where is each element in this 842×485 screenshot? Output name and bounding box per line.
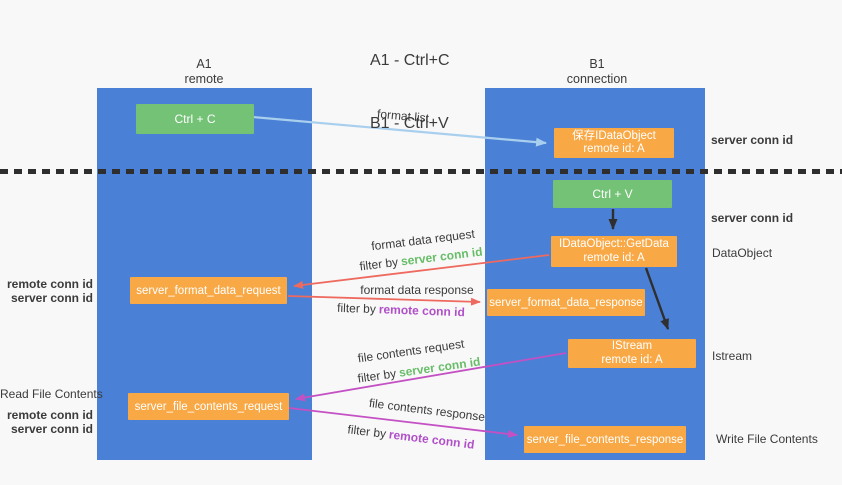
left-label-read-file-contents: Read File Contents	[0, 387, 103, 401]
node-format-response-label: server_format_data_response	[489, 296, 643, 309]
arrow-getdata-to-istream	[644, 267, 670, 330]
node-istream: IStream remote id: A	[568, 339, 696, 368]
lifeline-header-b1: B1 connection	[537, 57, 657, 87]
lifeline-b1-name: B1	[589, 57, 605, 71]
arrow-format-data-response	[287, 295, 481, 306]
node-file-response-label: server_file_contents_response	[526, 433, 684, 446]
lifeline-a1-name: A1	[196, 57, 212, 71]
label-format-data-response: format data response	[360, 283, 474, 297]
node-ctrl-c-label: Ctrl + C	[174, 112, 216, 126]
node-format-request-label: server_format_data_request	[136, 284, 281, 297]
node-istream-line1: IStream	[611, 340, 653, 352]
node-idataobject-getdata: IDataObject::GetData remote id: A	[551, 236, 677, 267]
left-label-remote-conn-id-1: remote conn id	[6, 277, 93, 291]
node-ctrl-v: Ctrl + V	[553, 180, 672, 208]
node-ctrl-c: Ctrl + C	[136, 104, 254, 134]
remote-conn-id-key: remote conn id	[378, 302, 466, 320]
right-label-server-conn-id-2: server conn id	[711, 211, 794, 225]
node-getdata-line1: IDataObject::GetData	[559, 238, 669, 250]
node-ctrl-v-label: Ctrl + V	[592, 187, 633, 201]
node-istream-line2: remote id: A	[601, 353, 663, 366]
diagram-title: A1 - Ctrl+C B1 - Ctrl+V	[370, 8, 450, 176]
node-getdata-line2: remote id: A	[583, 251, 645, 264]
right-label-server-conn-id-1: server conn id	[711, 133, 794, 147]
node-server-file-contents-request: server_file_contents_request	[128, 393, 289, 420]
node-save-idataobject-line2: remote id: A	[583, 143, 645, 155]
title-line-2: B1 - Ctrl+V	[370, 115, 449, 132]
filter-by-text: filter by	[336, 300, 377, 317]
arrow-format-list	[252, 115, 547, 147]
node-server-file-contents-response: server_file_contents_response	[524, 426, 686, 453]
node-server-format-data-request: server_format_data_request	[130, 277, 287, 304]
node-save-idataobject: 保存IDataObject remote id: A	[554, 128, 674, 158]
arrow-file-contents-request	[295, 352, 567, 402]
lifeline-header-a1: A1 remote	[144, 57, 264, 87]
left-label-server-conn-id-1: server conn id	[10, 291, 93, 305]
left-label-server-conn-id-2: server conn id	[10, 422, 93, 436]
right-label-istream: Istream	[712, 349, 753, 363]
arrow-file-contents-response	[288, 407, 518, 438]
lifeline-b1-role: connection	[566, 72, 628, 86]
arrow-format-data-request	[293, 254, 550, 289]
node-save-idataobject-line1: 保存IDataObject	[572, 129, 656, 142]
right-label-dataobject: DataObject	[712, 246, 773, 260]
left-label-remote-conn-id-2: remote conn id	[6, 408, 93, 422]
node-server-format-data-response: server_format_data_response	[487, 289, 645, 316]
node-file-request-label: server_file_contents_request	[134, 400, 283, 413]
lifeline-a1-role: remote	[184, 72, 224, 86]
title-line-1: A1 - Ctrl+C	[370, 52, 450, 69]
right-label-write-file-contents: Write File Contents	[716, 432, 818, 446]
